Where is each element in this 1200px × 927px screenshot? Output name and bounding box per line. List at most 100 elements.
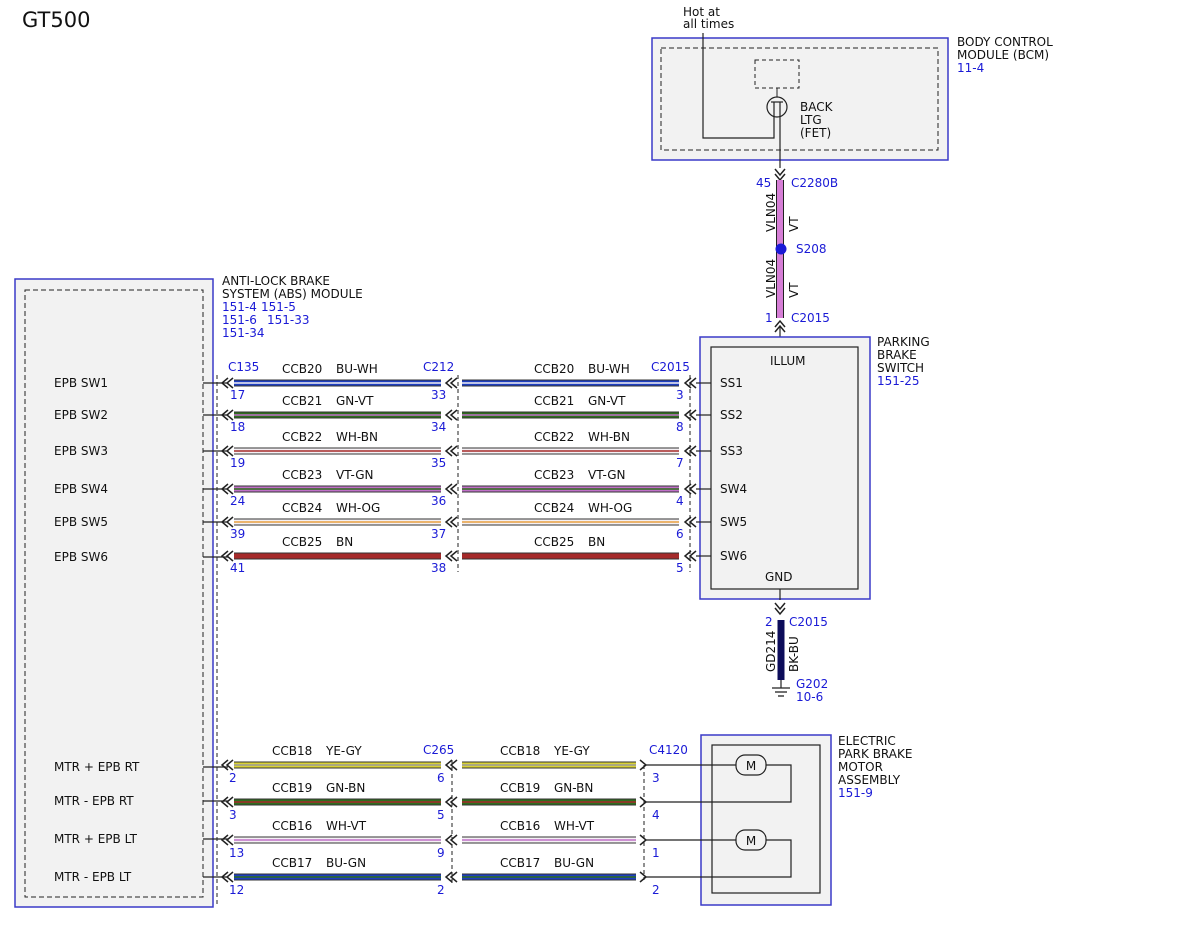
wire-color-right: WH-OG (588, 501, 632, 515)
pin-number-mid: 37 (431, 527, 446, 541)
pin-number-abs: 24 (230, 494, 245, 508)
splice-label: S208 (796, 242, 827, 256)
bcm-module: Hot at all times BACK LTG (FET) BODY CON… (651, 5, 1053, 168)
bcm-inner-outline (660, 47, 939, 151)
pbs-name-line1: PARKING (877, 335, 930, 349)
gnd-pin: 2 (765, 615, 773, 629)
wire-color-right: WH-VT (554, 819, 595, 833)
connector-arrow-icon (444, 796, 453, 808)
pin-number-switch: 7 (676, 456, 684, 470)
pbs-name-line3: SWITCH (877, 361, 924, 375)
pin-number-switch: 8 (676, 420, 684, 434)
motor-lt-symbol: M (746, 834, 756, 848)
abs-outline (14, 278, 214, 908)
wire-circuit-right: CCB25 (534, 535, 574, 549)
bcm-pin-number: 45 (756, 176, 771, 190)
connector-arrow-icon (220, 483, 229, 495)
wire-circuit-left: CCB16 (272, 819, 312, 833)
wire-circuit-left: CCB18 (272, 744, 312, 758)
pin-number-mid: 9 (437, 846, 445, 860)
abs-pin-label: MTR - EPB LT (54, 870, 132, 884)
wire-color-left: VT-GN (336, 468, 373, 482)
c135-label: C135 (228, 360, 259, 374)
pin-number-abs: 19 (230, 456, 245, 470)
pin-number-mid: 5 (437, 808, 445, 822)
connector-arrow-icon (220, 377, 229, 389)
abs-pin-label: EPB SW4 (54, 482, 108, 496)
pbs-pin-label: SS3 (720, 444, 743, 458)
pin-number-abs: 12 (229, 883, 244, 897)
wire-circuit-left: CCB22 (282, 430, 322, 444)
wire-circuit-left: CCB19 (272, 781, 312, 795)
pin-number-mid: 35 (431, 456, 446, 470)
vln04-lower-circuit: VLN04 (764, 259, 778, 298)
bcm-ref: 11-4 (957, 61, 984, 75)
connector-arrow-icon (683, 550, 692, 562)
pin-number-mid: 34 (431, 420, 446, 434)
connector-arrow-icon (444, 377, 453, 389)
pin-number-switch: 4 (676, 494, 684, 508)
connector-arrow-icon (639, 796, 648, 808)
abs-inner-outline (24, 289, 204, 898)
fet-label-line1: BACK (800, 100, 834, 114)
pin-number-abs: 18 (230, 420, 245, 434)
pin-number-motor: 1 (652, 846, 660, 860)
connector-arrow-icon (683, 445, 692, 457)
abs-pin-label: EPB SW6 (54, 550, 108, 564)
pbs-pin-label: SS1 (720, 376, 743, 390)
connector-arrow-icon (220, 796, 229, 808)
vln04-lower-color: VT (787, 282, 801, 298)
gnd-connector: C2015 (789, 615, 828, 629)
bcm-name-line2: MODULE (BCM) (957, 48, 1049, 62)
wire-circuit-left: CCB20 (282, 362, 322, 376)
pin-number-abs: 2 (229, 771, 237, 785)
connector-arrow-icon (444, 834, 453, 846)
epb-name-line4: ASSEMBLY (838, 773, 901, 787)
pin-number-motor: 2 (652, 883, 660, 897)
pin-number-mid: 6 (437, 771, 445, 785)
pbs-pin-label: SW4 (720, 482, 747, 496)
c4120-label: C4120 (649, 743, 688, 757)
wire-color-left: YE-GY (325, 744, 362, 758)
hot-label-line1: Hot at (683, 5, 720, 19)
pbs-pin-label: SW5 (720, 515, 747, 529)
connector-arrow-icon (444, 550, 453, 562)
ground-ref: 10-6 (796, 690, 823, 704)
wire-circuit-left: CCB25 (282, 535, 322, 549)
wire-color-right: GN-VT (588, 394, 626, 408)
connector-arrow-icon (444, 516, 453, 528)
wire-circuit-right: CCB19 (500, 781, 540, 795)
pin-number-abs: 41 (230, 561, 245, 575)
connector-arrow-icon (220, 834, 229, 846)
pbs-top-pin: 1 (765, 311, 773, 325)
hot-label-line2: all times (683, 17, 734, 31)
pbs-top-connector: C2015 (791, 311, 830, 325)
connector-arrow-icon (683, 516, 692, 528)
epb-name-line1: ELECTRIC (838, 734, 896, 748)
pbs-ref: 151-25 (877, 374, 920, 388)
c2280b-connector-icon (774, 168, 786, 177)
wire-circuit-left: CCB17 (272, 856, 312, 870)
wire-circuit-right: CCB23 (534, 468, 574, 482)
c2280b-connector-label: C2280B (791, 176, 838, 190)
pbs-pin-label: SS2 (720, 408, 743, 422)
power-circuit: 45 C2280B S208 VLN04 VT VLN04 VT 1 C2015 (756, 168, 838, 347)
connector-arrow-icon (639, 871, 648, 883)
pin-number-switch: 5 (676, 561, 684, 575)
c212-label: C212 (423, 360, 454, 374)
connector-arrow-icon (220, 550, 229, 562)
pin-number-motor: 4 (652, 808, 660, 822)
pin-number-motor: 3 (652, 771, 660, 785)
wire-color-left: WH-BN (336, 430, 378, 444)
abs-ref-1a: 151-4 (222, 300, 257, 314)
splice-dot (775, 243, 787, 255)
wire-color-right: GN-BN (554, 781, 593, 795)
